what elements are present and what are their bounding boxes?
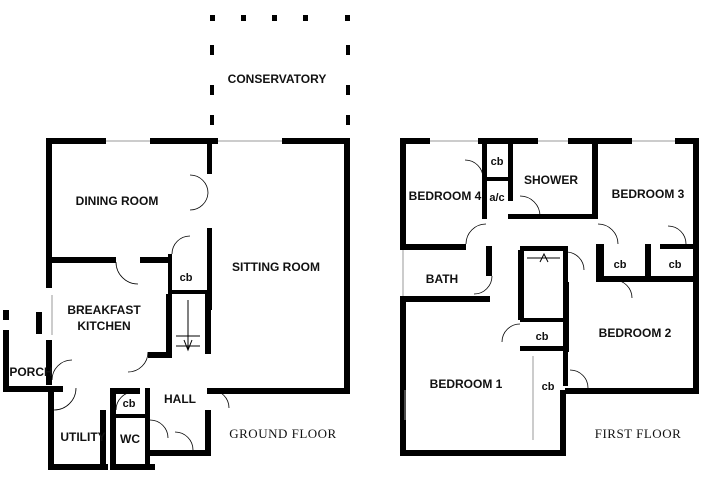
room-labels: CONSERVATORY DINING ROOM SITTING ROOM BR… [9,72,684,446]
first-floor-details [402,140,687,440]
ground-floor-walls [3,138,350,470]
conservatory-outline [210,15,350,125]
label-kitchen: KITCHEN [77,319,130,333]
label-bedroom-2: BEDROOM 2 [599,326,672,340]
floor-captions: GROUND FLOOR FIRST FLOOR [229,426,681,441]
label-cb-b4: cb [491,156,504,168]
label-breakfast: BREAKFAST [67,303,141,317]
label-bedroom-4: BEDROOM 4 [409,189,482,203]
label-shower: SHOWER [524,173,578,187]
label-conservatory: CONSERVATORY [228,72,327,86]
label-bath: BATH [426,272,458,286]
label-cb-wc: cb [123,398,136,410]
label-cb-b3b: cb [669,259,682,271]
caption-first-floor: FIRST FLOOR [595,426,682,441]
label-cb-b1: cb [542,381,555,393]
ground-floor-details [51,140,282,451]
label-cb-ground: cb [180,272,193,284]
label-ac: a/c [489,192,504,204]
label-utility: UTILITY [60,430,105,444]
label-sitting-room: SITTING ROOM [232,260,320,274]
caption-ground-floor: GROUND FLOOR [229,426,336,441]
label-bedroom-1: BEDROOM 1 [430,377,503,391]
label-dining-room: DINING ROOM [76,194,159,208]
label-cb-b3a: cb [614,259,627,271]
label-hall: HALL [164,392,196,406]
label-bedroom-3: BEDROOM 3 [612,187,685,201]
label-cb-landing: cb [536,331,549,343]
label-wc: WC [120,432,140,446]
label-porch: PORCH [9,365,52,379]
first-floor-walls [400,138,699,456]
